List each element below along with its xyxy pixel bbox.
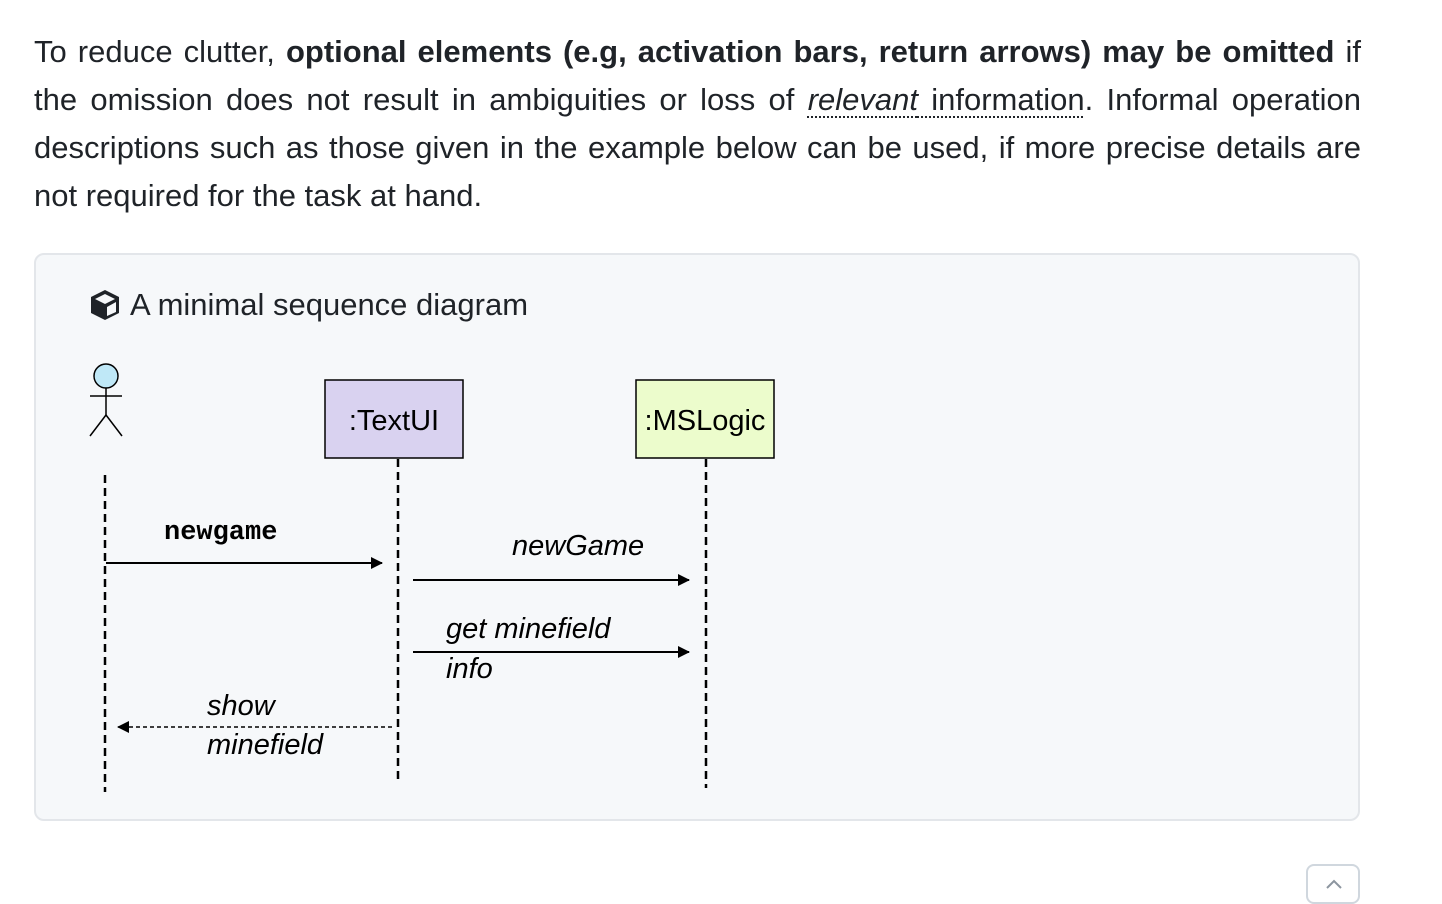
participant-label: :MSLogic — [645, 405, 766, 437]
scroll-to-top-button[interactable] — [1306, 864, 1360, 904]
message-label: newGame — [512, 530, 644, 562]
relevant-information-link[interactable]: relevant information — [808, 82, 1085, 117]
actor-stick-figure — [89, 363, 123, 437]
participant-box — [635, 379, 775, 459]
message-label: get minefield — [446, 613, 611, 645]
paragraph-bold-text: optional elements (e.g, activation bars,… — [285, 34, 1335, 69]
message-label: info — [446, 653, 493, 685]
participant-mslogic: :MSLogic — [635, 379, 775, 459]
paragraph-text: To reduce clutter, — [34, 34, 286, 69]
paragraph-text: . Informal operation descriptions such a… — [34, 82, 1362, 213]
message-label: minefield — [207, 729, 324, 761]
actor-head — [93, 363, 119, 389]
message-newgame: newgame — [106, 518, 383, 569]
information-term: information — [917, 82, 1085, 117]
message-label: show — [207, 690, 277, 722]
message-newgame-call: newGame — [413, 530, 690, 586]
message-label: newgame — [164, 518, 277, 548]
relevant-term: relevant — [807, 82, 918, 117]
chevron-up-icon — [1326, 879, 1342, 889]
sequence-diagram: :TextUI :MSLogic newgame newGame get min… — [89, 363, 775, 792]
example-title: A minimal sequence diagram — [88, 285, 528, 325]
message-show-minefield: show minefield — [117, 690, 392, 761]
participant-box — [324, 379, 464, 459]
cube-icon — [88, 288, 122, 322]
participant-textui: :TextUI — [324, 379, 464, 459]
example-box: A minimal sequence diagram :TextUI :MSLo… — [34, 253, 1360, 821]
example-title-text: A minimal sequence diagram — [130, 287, 529, 322]
paragraph-text: if the omission does not result in ambig… — [34, 34, 1362, 117]
message-get-minefield-info: get minefield info — [413, 613, 690, 685]
participant-label: :TextUI — [349, 405, 439, 437]
intro-paragraph: To reduce clutter, optional elements (e.… — [34, 28, 1361, 220]
